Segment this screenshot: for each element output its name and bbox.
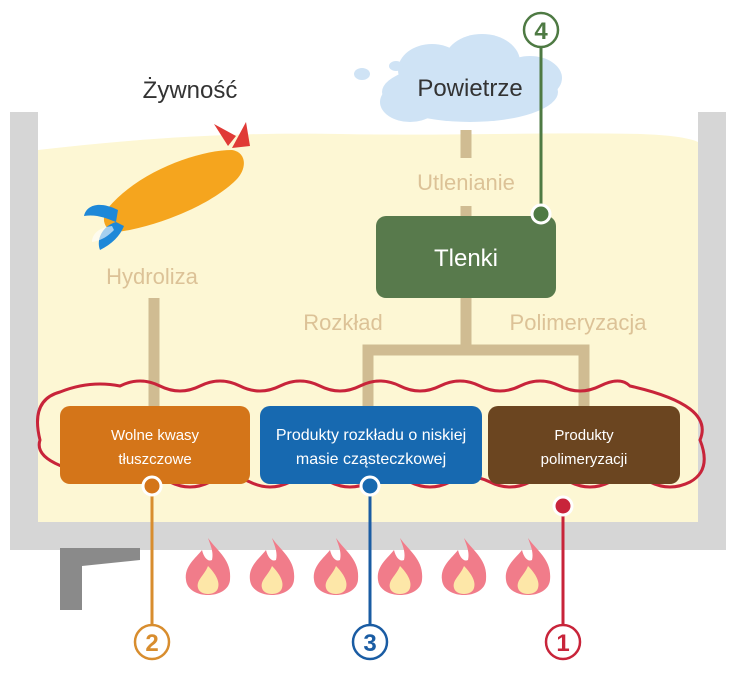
oxides-box	[376, 216, 556, 298]
flame-icon	[441, 538, 487, 595]
low-mw-products-box	[260, 406, 482, 484]
marker-2-number: 2	[145, 630, 158, 657]
connectors	[148, 130, 590, 408]
marker-1-number: 1	[556, 630, 569, 657]
pot-right-wall	[698, 112, 726, 550]
flame-icon	[249, 538, 295, 595]
marker-3-badge	[351, 623, 389, 661]
polymerization-label: Polimeryzacja	[510, 310, 648, 335]
marker-4-dot	[530, 203, 552, 225]
marker-4-badge	[522, 11, 560, 49]
polymer-products-label-1: Produkty	[554, 427, 614, 444]
connector-branch	[362, 344, 590, 408]
marker-2-dot	[141, 475, 163, 497]
pot-left-wall	[10, 112, 38, 550]
pot-handle	[60, 548, 140, 610]
shrimp-icon	[84, 122, 250, 250]
marker-3-dot	[359, 475, 381, 497]
flame-icon	[313, 538, 359, 595]
pot-bottom	[10, 522, 726, 550]
decomposition-label: Rozkład	[303, 310, 382, 335]
oxidation-label: Utlenianie	[417, 170, 515, 195]
flame-icon	[377, 538, 423, 595]
marker-2-badge	[133, 623, 171, 661]
marker-4-number: 4	[534, 18, 548, 45]
air-label: Powietrze	[417, 75, 522, 102]
flame-icon	[505, 538, 551, 595]
food-label: Żywność	[143, 77, 238, 104]
free-fatty-acids-label-1: Wolne kwasy	[111, 427, 200, 444]
hydrolysis-label: Hydroliza	[106, 264, 198, 289]
flame-icon	[185, 538, 231, 595]
polymer-products-box	[488, 406, 680, 484]
free-fatty-acids-box	[60, 406, 250, 484]
marker-3-number: 3	[363, 630, 376, 657]
free-fatty-acids-label-2: tłuszczowe	[118, 451, 191, 468]
marker-1-badge	[544, 623, 582, 661]
low-mw-products-label-2: masie cząsteczkowej	[296, 451, 446, 468]
marker-1-dot	[552, 495, 574, 517]
air-cloud-icon	[354, 34, 562, 122]
burner-flames	[185, 538, 551, 595]
polymer-products-label-2: polimeryzacji	[541, 451, 628, 468]
oxides-label: Tlenki	[434, 245, 498, 272]
low-mw-products-label-1: Produkty rozkładu o niskiej	[276, 427, 466, 444]
